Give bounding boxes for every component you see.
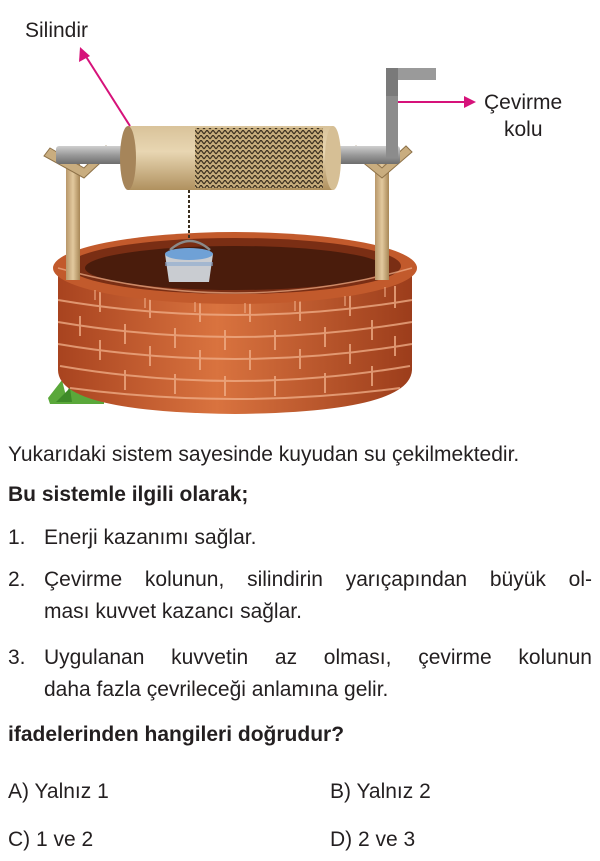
label-cylinder: Silindir: [25, 19, 89, 42]
well-drawing: [43, 47, 476, 414]
statement-number: 3.: [8, 646, 26, 669]
crank-handle: [386, 68, 436, 158]
intro-text: Yukarıdaki sistem sayesinde kuyudan su ç…: [8, 443, 520, 466]
statement-1: 1. Enerji kazanımı sağlar.: [8, 522, 592, 554]
statement-2: 2. Çevirme kolunun, silindirin yarıçapın…: [8, 564, 592, 628]
statement-text-line1: Çevirme kolunun, silindirin yarıçapından…: [44, 568, 592, 591]
option-b[interactable]: B) Yalnız 2: [330, 780, 431, 803]
lead-text: Bu sistemle ilgili olarak;: [8, 483, 249, 506]
statement-text-line2: daha fazla çevrileceği anlamına gelir.: [44, 678, 389, 701]
option-d[interactable]: D) 2 ve 3: [330, 828, 416, 851]
statement-text-line2: ması kuvvet kazancı sağlar.: [44, 600, 302, 623]
label-crank-line2: kolu: [504, 118, 543, 141]
statement-text-line1: Uygulanan kuvvetin az olması, çevirme ko…: [44, 646, 592, 669]
statement-number: 2.: [8, 568, 26, 591]
label-crank-line1: Çevirme: [484, 91, 563, 114]
question-text: ifadelerinden hangileri doğrudur?: [8, 723, 345, 746]
bucket: [165, 239, 213, 282]
crank-arrow: [398, 96, 476, 108]
windlass-cylinder: [120, 126, 341, 190]
statement-text: Enerji kazanımı sağlar.: [44, 526, 257, 549]
option-a[interactable]: A) Yalnız 1: [8, 780, 109, 803]
well-illustration: Silindir Çevirme kolu: [0, 0, 600, 430]
statement-number: 1.: [8, 526, 26, 549]
option-c[interactable]: C) 1 ve 2: [8, 828, 94, 851]
cylinder-arrow: [79, 47, 131, 127]
statement-3: 3. Uygulanan kuvvetin az olması, çevirme…: [8, 642, 592, 706]
well-wall: [53, 232, 417, 414]
